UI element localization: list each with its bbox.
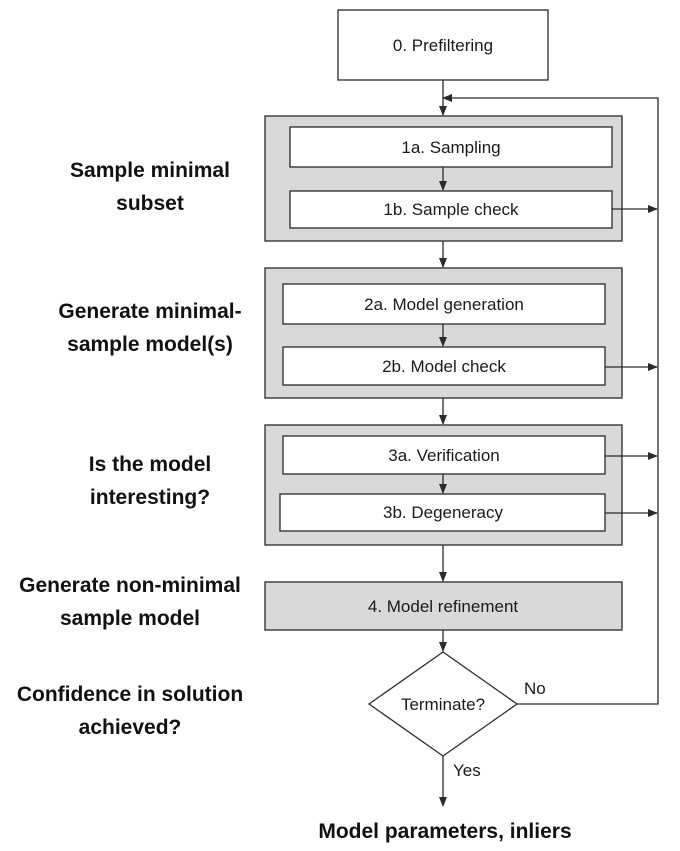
loop-back-line bbox=[442, 94, 659, 705]
stage1-label-line1: Sample minimal bbox=[70, 159, 230, 182]
terminate-label: Terminate? bbox=[401, 695, 485, 714]
stage2-label-line2: sample model(s) bbox=[67, 333, 233, 356]
stage5-label-line1: Confidence in solution bbox=[17, 683, 243, 706]
sampling-box bbox=[289, 126, 613, 168]
sample-check-box bbox=[289, 190, 613, 229]
model-check-box bbox=[282, 346, 606, 386]
stage4-label-line2: sample model bbox=[60, 607, 200, 630]
verification-box bbox=[282, 435, 606, 475]
model-generation-label: 2a. Model generation bbox=[364, 295, 524, 314]
sampling-label: 1a. Sampling bbox=[401, 138, 500, 157]
output-label: Model parameters, inliers bbox=[318, 820, 571, 843]
stage1-label-line2: subset bbox=[116, 192, 184, 215]
model-generation-box bbox=[282, 283, 606, 325]
refinement-label: 4. Model refinement bbox=[368, 597, 519, 616]
verification-label: 3a. Verification bbox=[388, 446, 500, 465]
refinement-box bbox=[264, 581, 623, 631]
degeneracy-label: 3b. Degeneracy bbox=[383, 503, 504, 522]
sample-check-label: 1b. Sample check bbox=[383, 200, 519, 219]
stage4-label-line1: Generate non-minimal bbox=[19, 574, 241, 597]
prefilter-box bbox=[337, 9, 549, 81]
model-check-label: 2b. Model check bbox=[382, 357, 506, 376]
stage5-label-line2: achieved? bbox=[79, 716, 182, 739]
prefilter-label: 0. Prefiltering bbox=[393, 36, 493, 55]
yes-label: Yes bbox=[453, 761, 481, 780]
no-label: No bbox=[524, 679, 546, 698]
stage3-label-line1: Is the model bbox=[89, 453, 212, 476]
stage3-label-line2: interesting? bbox=[90, 486, 210, 509]
stage2-label-line1: Generate minimal- bbox=[58, 300, 241, 323]
